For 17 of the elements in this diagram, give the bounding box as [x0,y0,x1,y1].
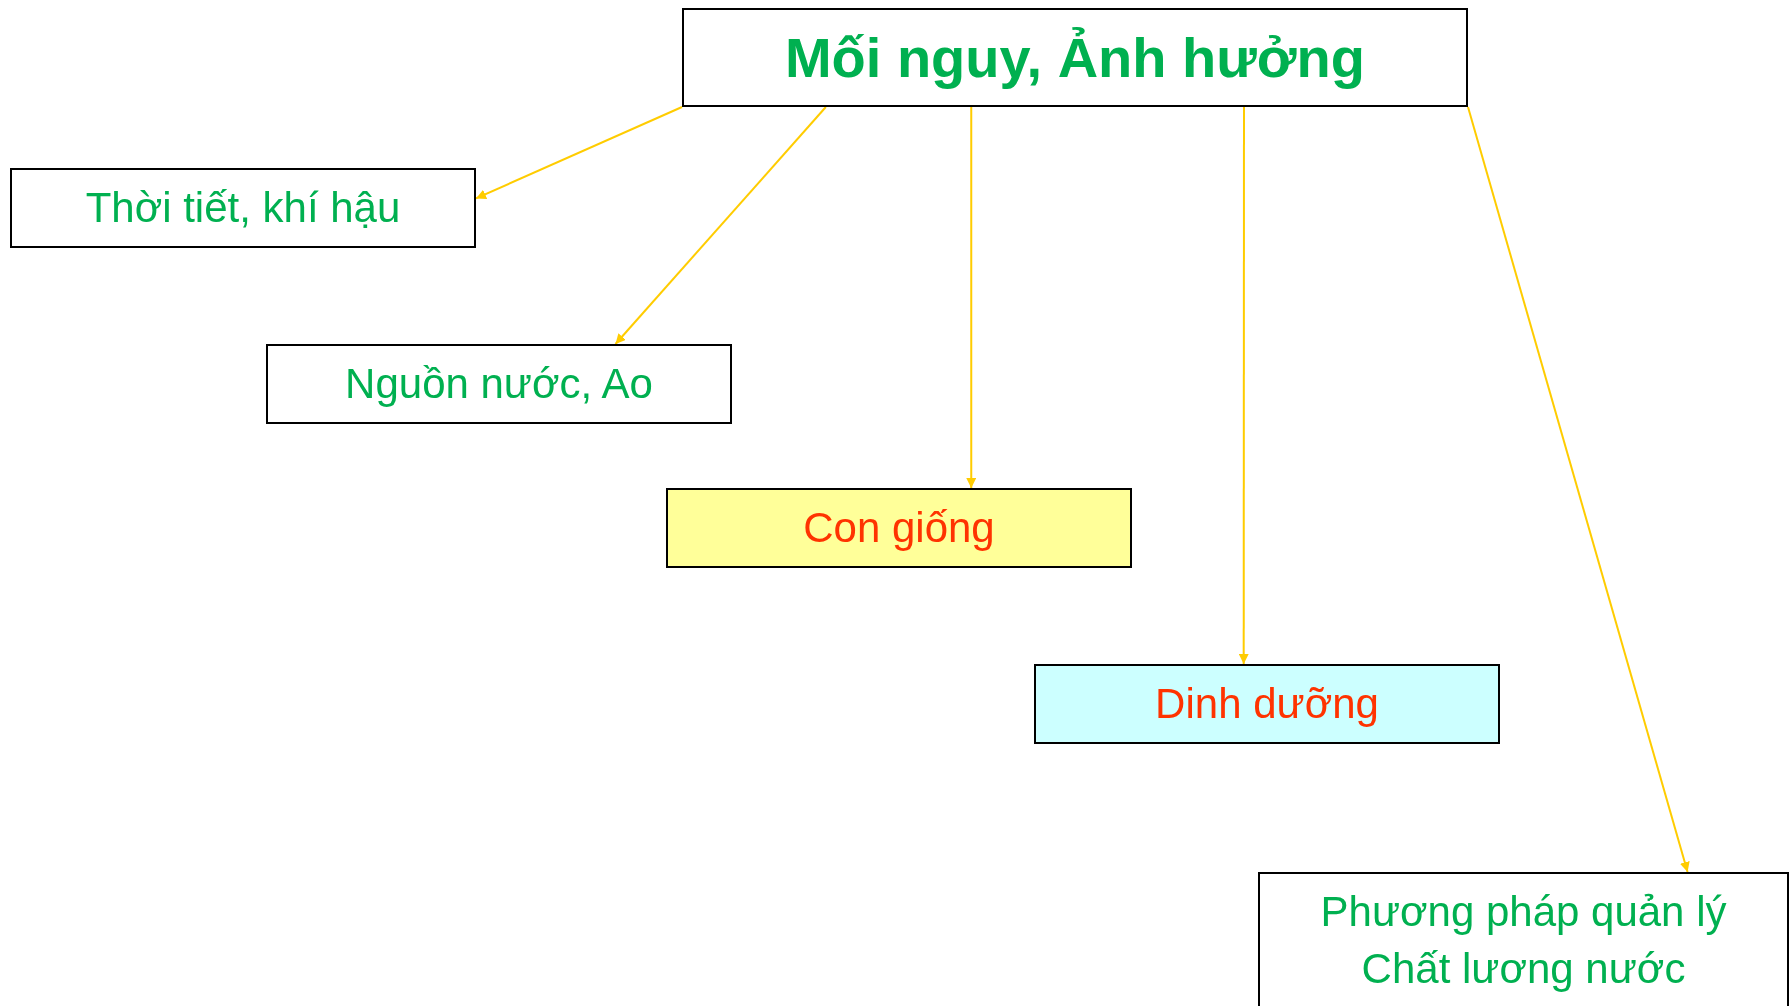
text-box [666,488,1132,568]
box-label: Thời tiết, khí hậu [85,182,401,233]
text-box [1034,664,1500,744]
box-label: Nguồn nước, Ao [345,358,653,409]
text-box [10,168,476,248]
box-label: Dinh dưỡng [1155,678,1379,729]
text-box [266,344,732,424]
arrow [1238,106,1249,665]
text-box [1258,872,1789,1006]
text-box [682,8,1468,107]
box-label: Mối nguy, Ảnh hưởng [784,24,1366,91]
arrow [966,106,977,489]
arrow [475,106,683,200]
arrow [614,106,827,345]
box-label: Phương pháp quản lý Chất lương nước [1319,887,1728,994]
arrow [1467,106,1690,873]
box-label: Con giống [803,502,995,553]
